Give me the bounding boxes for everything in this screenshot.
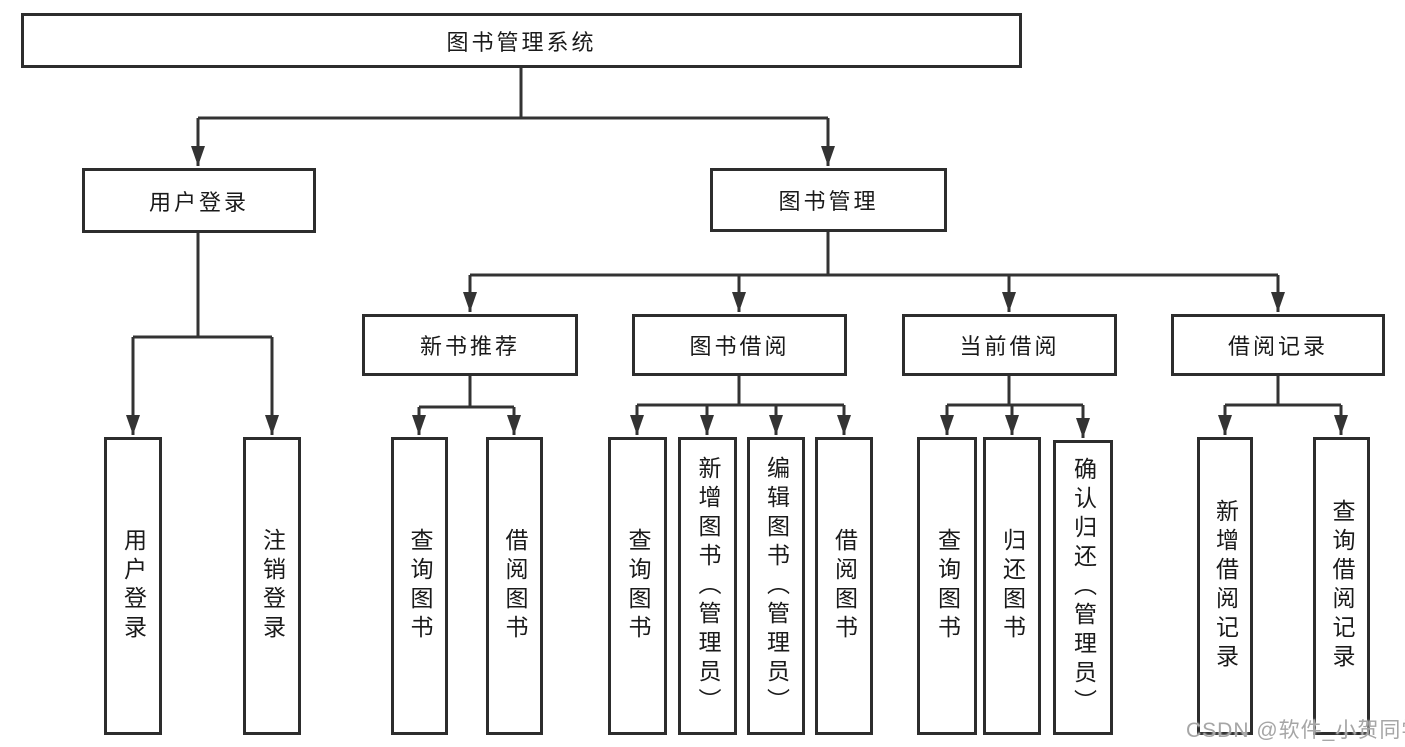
leaf-borrow-books-1: 借阅图书 <box>486 437 543 735</box>
node-root-label: 图书管理系统 <box>446 29 597 55</box>
leaf-query-books-1: 查询图书 <box>391 437 448 735</box>
node-book-management: 图书管理 <box>710 168 947 232</box>
leaf-add-borrow-record: 新增借阅记录 <box>1197 437 1253 735</box>
leaf-add-borrow-record-label: 新增借阅记录 <box>1212 499 1239 673</box>
node-book-borrow: 图书借阅 <box>632 314 847 376</box>
node-user-login-label: 用户登录 <box>148 189 249 215</box>
leaf-query-books-3-label: 查询图书 <box>934 528 961 644</box>
node-book-borrow-label: 图书借阅 <box>689 334 790 359</box>
leaf-query-books-1-label: 查询图书 <box>407 528 433 644</box>
leaf-return-books: 归还图书 <box>983 437 1041 735</box>
leaf-user-login-label: 用户登录 <box>120 528 147 644</box>
leaf-edit-book-admin: 编辑图书（管理员） <box>747 437 805 735</box>
leaf-query-books-2-label: 查询图书 <box>625 528 651 644</box>
leaf-borrow-books-2-label: 借阅图书 <box>831 528 858 644</box>
node-current-borrow: 当前借阅 <box>902 314 1117 376</box>
leaf-query-borrow-record-label: 查询借阅记录 <box>1329 499 1355 673</box>
leaf-logout: 注销登录 <box>243 437 301 735</box>
leaf-user-login: 用户登录 <box>104 437 162 735</box>
node-borrow-record-label: 借阅记录 <box>1227 334 1328 359</box>
leaf-query-books-3: 查询图书 <box>917 437 977 735</box>
leaf-query-borrow-record: 查询借阅记录 <box>1313 437 1370 735</box>
leaf-confirm-return-admin: 确认归还（管理员） <box>1053 440 1113 735</box>
leaf-return-books-label: 归还图书 <box>999 528 1026 644</box>
leaf-add-book-admin-label: 新增图书（管理员） <box>695 455 721 717</box>
csdn-watermark: CSDN @软件_小贺同学 <box>1186 719 1405 742</box>
leaf-confirm-return-admin-label: 确认归还（管理员） <box>1070 457 1097 718</box>
node-user-login: 用户登录 <box>82 168 316 233</box>
node-new-book-recommend: 新书推荐 <box>362 314 578 376</box>
leaf-borrow-books-2: 借阅图书 <box>815 437 873 735</box>
leaf-borrow-books-1-label: 借阅图书 <box>502 528 528 644</box>
node-borrow-record: 借阅记录 <box>1171 314 1385 376</box>
leaf-edit-book-admin-label: 编辑图书（管理员） <box>763 455 790 717</box>
leaf-add-book-admin: 新增图书（管理员） <box>678 437 737 735</box>
node-book-management-label: 图书管理 <box>778 189 879 214</box>
leaf-logout-label: 注销登录 <box>259 528 286 644</box>
node-current-borrow-label: 当前借阅 <box>959 334 1060 359</box>
node-root: 图书管理系统 <box>21 13 1022 68</box>
node-new-book-recommend-label: 新书推荐 <box>419 334 520 359</box>
leaf-query-books-2: 查询图书 <box>608 437 667 735</box>
